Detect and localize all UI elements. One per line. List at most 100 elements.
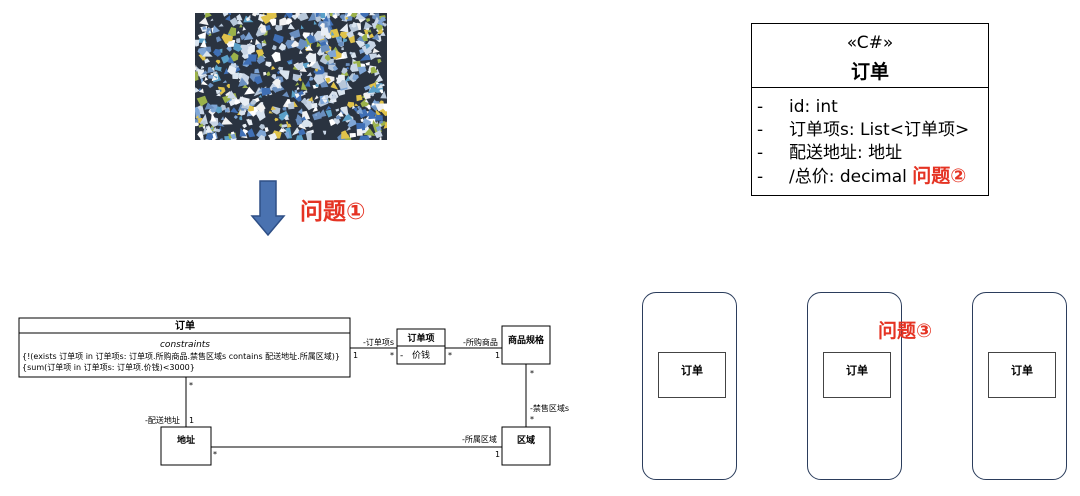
fragment [342, 112, 353, 122]
class-attributes: -id: int -订单项s: List<订单项> -配送地址: 地址 -/总价… [752, 88, 988, 189]
fragment [221, 117, 233, 125]
fragment [204, 58, 210, 64]
fragment [380, 90, 387, 99]
fragment [210, 72, 214, 76]
fragment [228, 13, 231, 16]
fragment [255, 39, 262, 45]
fragment [198, 32, 206, 39]
fragment [195, 71, 199, 81]
fragment [239, 116, 243, 121]
order-box: 订单 [988, 352, 1056, 398]
fragment [233, 115, 238, 119]
fragment [207, 82, 214, 89]
fragment [275, 24, 283, 32]
fragment [360, 98, 370, 107]
fragment [284, 131, 290, 139]
fragment [226, 83, 230, 89]
fragment [377, 18, 385, 27]
fragment [356, 122, 366, 131]
fragment [336, 89, 346, 96]
fragment [217, 121, 225, 127]
fragment [234, 99, 241, 105]
fragment [226, 46, 232, 52]
fragment [332, 13, 336, 15]
fragment [295, 114, 303, 121]
fragment [271, 74, 277, 80]
fragment [271, 66, 276, 70]
fragments-photo [195, 13, 387, 140]
fragment [324, 54, 331, 61]
address-class-name: 地址 [177, 434, 195, 446]
fragment [195, 39, 200, 47]
fragment [375, 114, 383, 121]
fragment [227, 65, 237, 75]
fragment [301, 116, 306, 121]
fragment [314, 68, 318, 72]
fragment [200, 137, 204, 140]
fragment [375, 81, 380, 85]
order-class-box [18, 317, 351, 378]
fragment [291, 127, 301, 136]
fragment [320, 44, 331, 53]
fragment [284, 14, 287, 18]
fragment [379, 120, 384, 124]
fragment [298, 128, 306, 136]
fragment [198, 88, 202, 91]
fragment [316, 42, 322, 48]
fragment [348, 23, 359, 33]
fragment [363, 29, 369, 35]
fragment [290, 36, 295, 41]
product-side-mult: 1 [495, 351, 500, 360]
address-class-box [160, 426, 212, 466]
fragment [365, 61, 370, 66]
fragment [363, 21, 373, 30]
fragment [268, 110, 273, 114]
order-box: 订单 [658, 352, 726, 398]
fragment [330, 92, 337, 100]
fragment [281, 124, 288, 128]
fragment [313, 20, 317, 25]
fragment [374, 103, 384, 112]
class-attribute: -配送地址: 地址 [757, 143, 903, 163]
order-item-class-name: 订单项 [407, 332, 434, 344]
fragment [216, 92, 221, 97]
fragment [260, 14, 272, 25]
fragment [195, 87, 200, 93]
fragment [247, 105, 254, 112]
fragment [364, 85, 371, 91]
fragment [242, 26, 246, 31]
fragment [229, 17, 239, 27]
fragment [252, 13, 258, 17]
fragment [309, 76, 314, 81]
fragment [383, 121, 387, 129]
fragment [336, 114, 342, 120]
region-role: -所属区域 [462, 434, 497, 444]
fragment [278, 123, 283, 128]
fragment [335, 111, 344, 117]
fragment [368, 82, 377, 88]
fragment [218, 66, 222, 71]
fragment [335, 108, 339, 112]
fragment [227, 55, 235, 64]
fragment [323, 15, 329, 22]
fragment [291, 31, 296, 36]
fragment [313, 74, 325, 85]
product-spec-class-name: 商品规格 [508, 334, 545, 346]
fragment [332, 13, 338, 19]
fragment [374, 129, 383, 139]
fragment [306, 53, 317, 62]
fragment [231, 131, 235, 135]
fragment [366, 40, 376, 51]
fragment [282, 106, 287, 111]
fragment [214, 52, 218, 56]
fragment [295, 118, 303, 126]
fragment [287, 23, 295, 30]
fragment [222, 13, 229, 17]
fragment [325, 105, 332, 111]
fragment [363, 91, 371, 100]
fragment [210, 112, 217, 122]
fragment [339, 23, 349, 33]
fragment [265, 61, 272, 68]
fragment [314, 113, 318, 117]
fragment [259, 124, 266, 130]
